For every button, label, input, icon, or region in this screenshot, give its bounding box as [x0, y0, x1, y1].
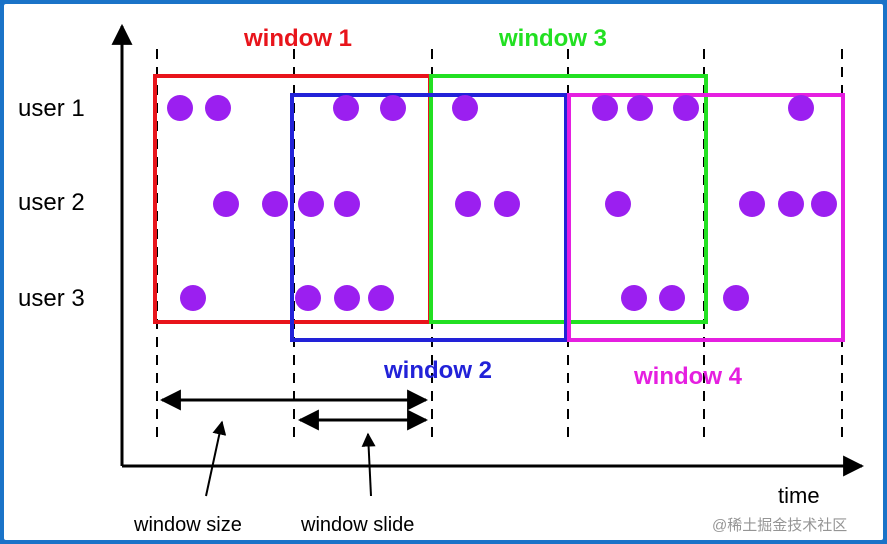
- event-dot: [334, 285, 360, 311]
- row-label-user-2: user 2: [18, 189, 85, 216]
- event-dot: [167, 95, 193, 121]
- event-dot: [368, 285, 394, 311]
- window-2-label: window 2: [383, 357, 492, 384]
- event-dot: [811, 191, 837, 217]
- event-dot: [788, 95, 814, 121]
- event-dot: [380, 95, 406, 121]
- window-3-label: window 3: [498, 25, 607, 52]
- event-dot: [262, 191, 288, 217]
- event-dot: [723, 285, 749, 311]
- event-dot: [180, 285, 206, 311]
- event-dot: [494, 191, 520, 217]
- event-dot: [659, 285, 685, 311]
- event-dot: [455, 191, 481, 217]
- event-dot: [298, 191, 324, 217]
- event-dot: [592, 95, 618, 121]
- event-dot: [333, 95, 359, 121]
- watermark: @稀土掘金技术社区: [712, 517, 847, 534]
- event-dot: [673, 95, 699, 121]
- window-2-box: [290, 93, 568, 342]
- event-dot: [452, 95, 478, 121]
- row-label-user-3: user 3: [18, 285, 85, 312]
- window-slide-caption: window slide: [300, 514, 414, 536]
- event-dot: [621, 285, 647, 311]
- window-size-pointer: [205, 420, 227, 497]
- event-dot: [739, 191, 765, 217]
- window-1-label: window 1: [243, 25, 352, 52]
- event-dots: [167, 95, 837, 311]
- window-boundary-lines: [156, 49, 843, 444]
- window-4-label: window 4: [633, 363, 743, 390]
- window-size-caption: window size: [133, 514, 242, 536]
- sliding-window-diagram: user 1 user 2 user 3 window 1 window 3 w…: [18, 23, 865, 536]
- event-dot: [213, 191, 239, 217]
- event-dot: [627, 95, 653, 121]
- event-dot: [205, 95, 231, 121]
- event-dot: [778, 191, 804, 217]
- event-dot: [605, 191, 631, 217]
- event-dot: [295, 285, 321, 311]
- x-axis-label: time: [778, 483, 820, 508]
- window-slide-pointer: [361, 432, 376, 497]
- window-4-box: [567, 93, 845, 342]
- event-dot: [334, 191, 360, 217]
- row-label-user-1: user 1: [18, 95, 85, 122]
